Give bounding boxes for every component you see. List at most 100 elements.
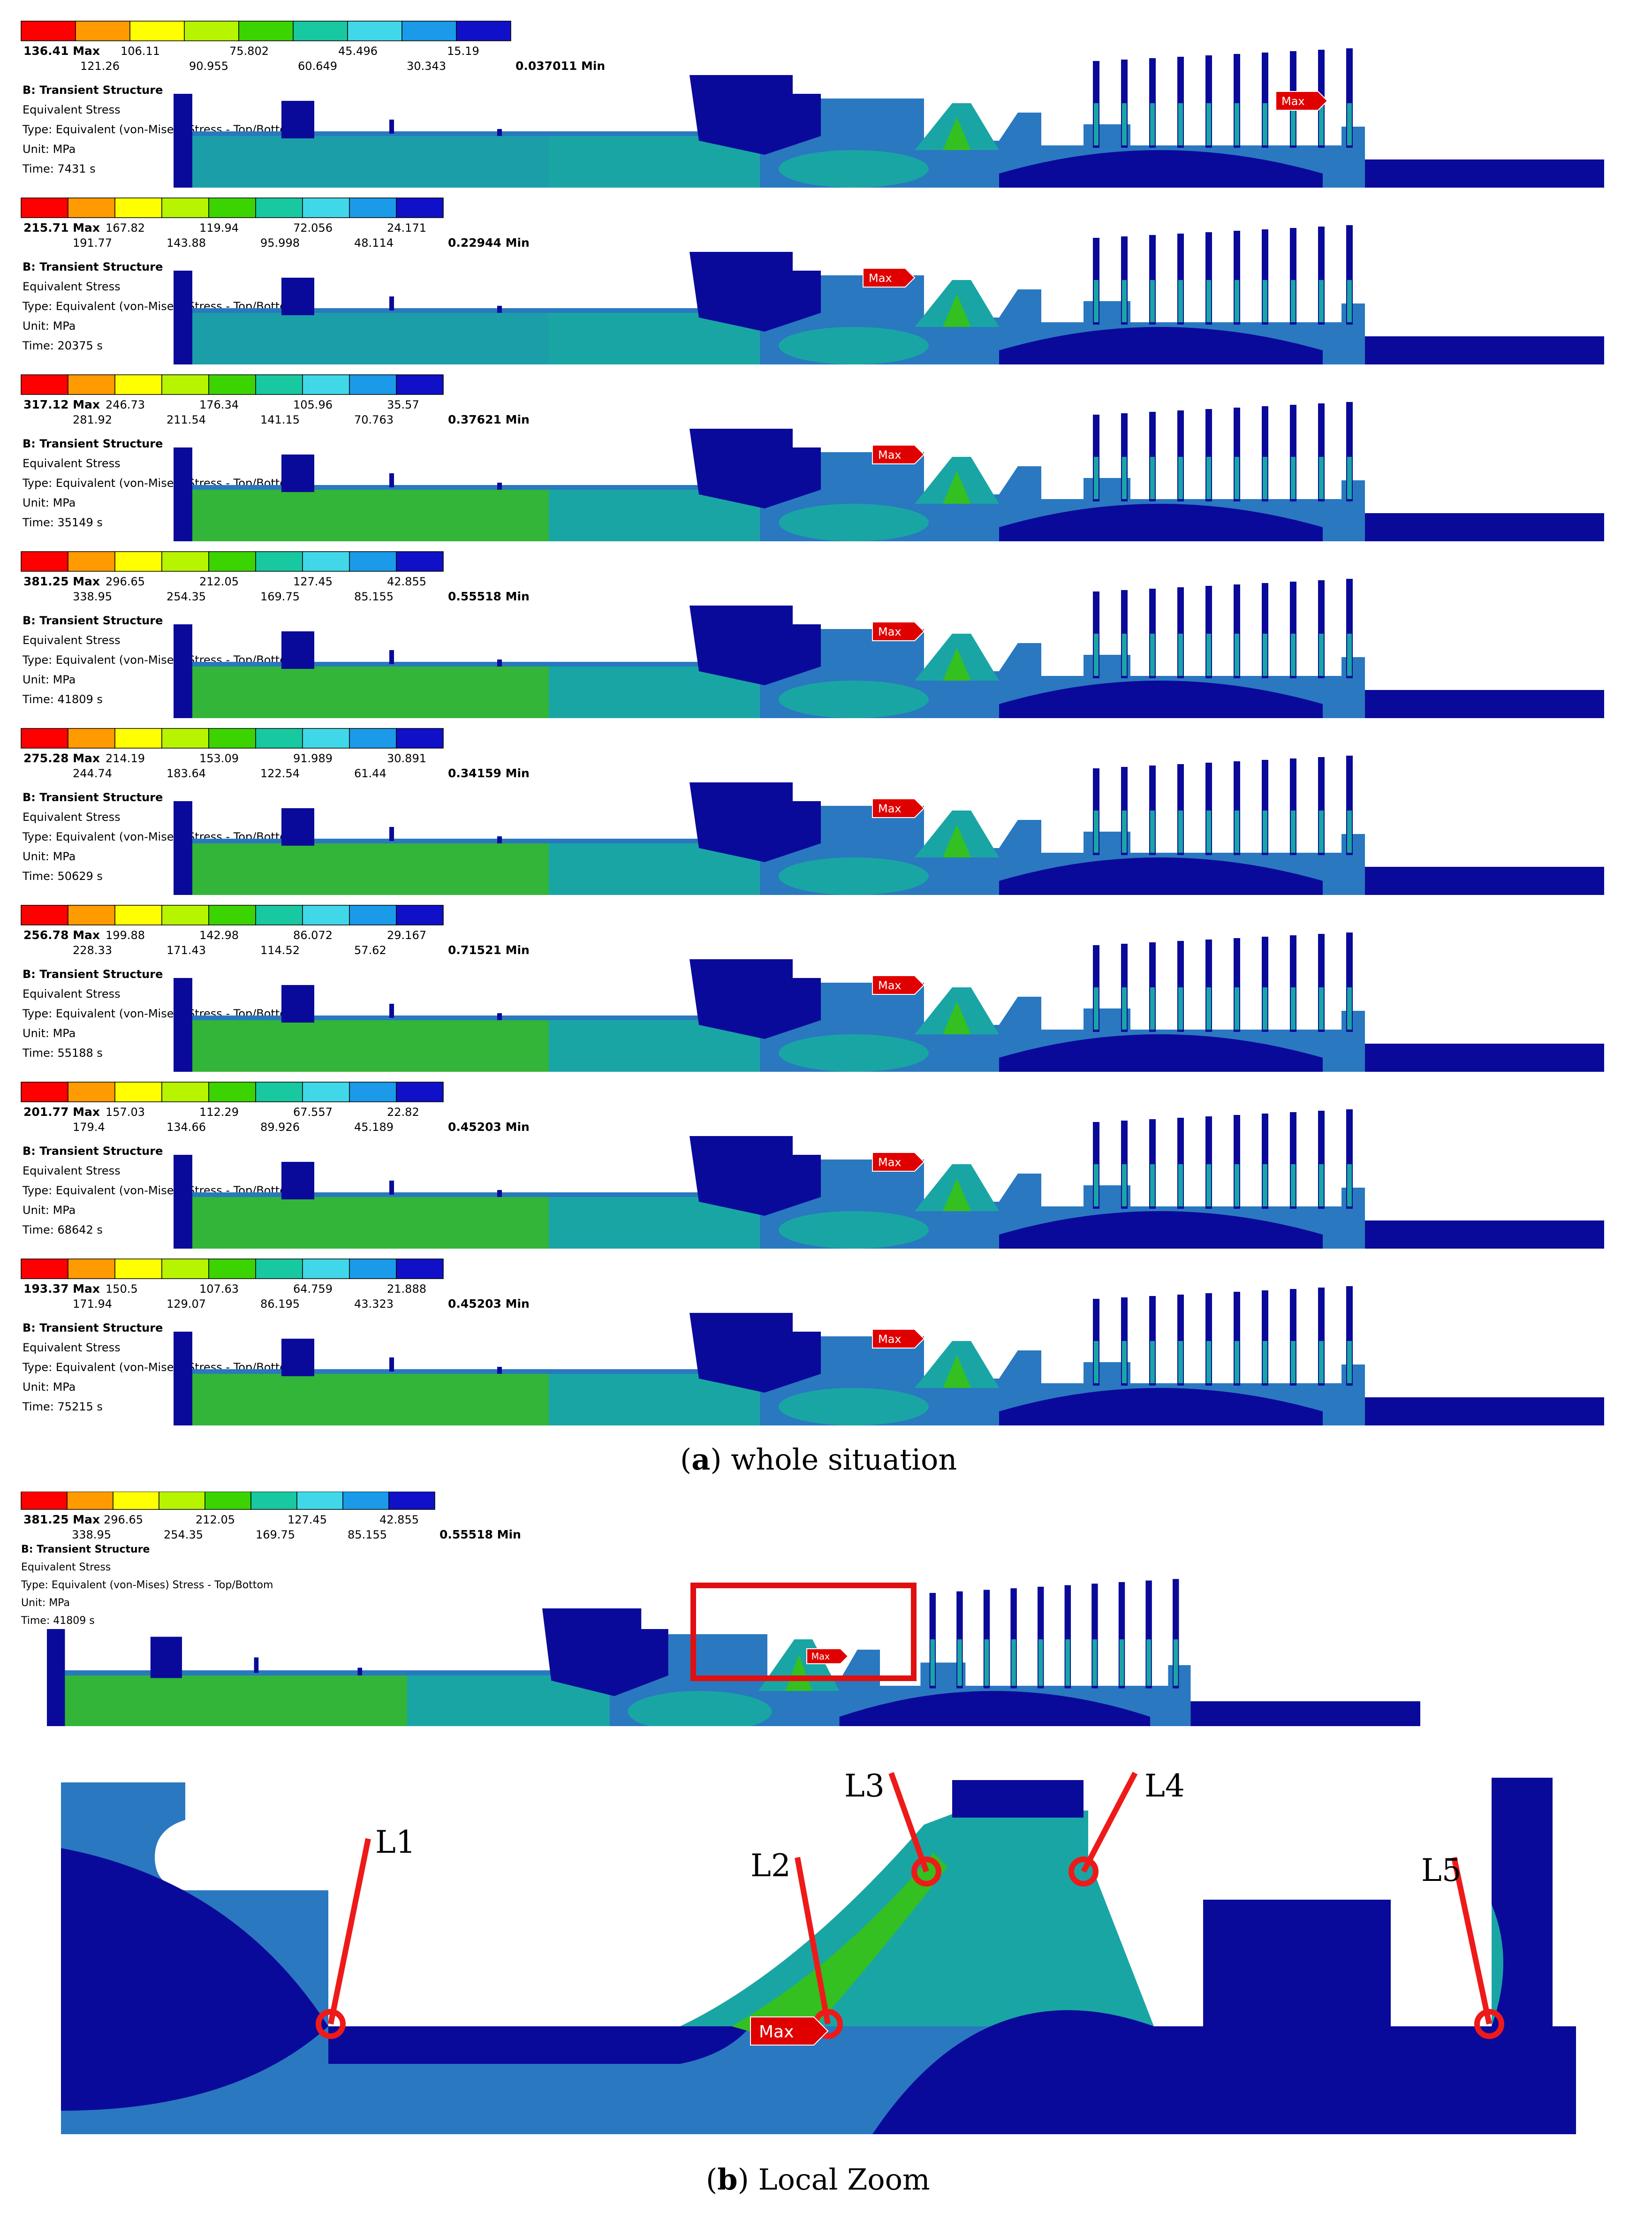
- panel-8-model-pin-2: [497, 1367, 502, 1374]
- panel-4-legend-tick: 127.45: [293, 575, 333, 588]
- panel-7-legend-max: 201.77 Max: [23, 1105, 100, 1119]
- panel-6-model-stiffener-stress: [1122, 987, 1127, 1030]
- panel-1-legend-cell: [21, 21, 76, 41]
- panel-8-legend-cell: [302, 1258, 350, 1279]
- panel-b-legend-tick: 254.35: [164, 1528, 203, 1541]
- panel-5-legend-tick: 183.64: [167, 767, 206, 780]
- zoom-marker-circle: [316, 2009, 346, 2039]
- panel-3-legend-tick: 35.57: [387, 398, 419, 411]
- panel-3-legend-cell: [21, 374, 68, 395]
- panel-1-legend-tick: 30.343: [407, 60, 446, 73]
- panel-5-legend-cell: [208, 728, 256, 749]
- panel-5-info-title: B: Transient Structure: [23, 791, 163, 804]
- panel-b-legend-cell: [159, 1491, 205, 1510]
- panel-2-model-stiffener-stress: [1178, 280, 1183, 322]
- panel-8-model-stiffener-stress: [1291, 1341, 1296, 1383]
- panel-2-model: [174, 225, 1604, 364]
- panel-2-legend-cell: [68, 197, 115, 218]
- panel-b-legend-cell: [250, 1491, 297, 1510]
- caption-b: (b) Local Zoom: [706, 2162, 930, 2197]
- panel-4-legend-max: 381.25 Max: [23, 575, 100, 588]
- zoom-middle-band: [328, 2026, 750, 2064]
- panel-7-legend-cell: [114, 1082, 162, 1102]
- panel-b-legend-cell: [21, 1491, 68, 1510]
- panel-b-legend-cell: [113, 1491, 159, 1510]
- caption-b-text: Local Zoom: [749, 2162, 930, 2197]
- panel-2-model-stiffener-stress: [1150, 280, 1155, 322]
- panel-4-info-unit: Unit: MPa: [23, 673, 76, 686]
- panel-4-info-time: Time: 41809 s: [22, 693, 103, 706]
- panel-3-legend-tick: 141.15: [260, 413, 300, 426]
- panel-6-legend-tick: 228.33: [73, 944, 112, 957]
- panel-1-legend-cell: [293, 21, 348, 41]
- panel-5-legend-cell: [114, 728, 162, 749]
- panel-1-model-stiffener-stress: [1235, 103, 1239, 145]
- zoom-marker-circle: [1068, 1857, 1099, 1887]
- zoom-marker-circle: [911, 1857, 941, 1887]
- panel-1-legend-min: 0.037011 Min: [515, 59, 605, 73]
- panel-3-model-weld-block: [690, 429, 821, 508]
- panel-3-model-pin-2: [497, 483, 502, 490]
- panel-4-max-tag: [872, 621, 925, 641]
- panel-5-legend-cell: [21, 728, 68, 749]
- panel-6-legend-max: 256.78 Max: [23, 928, 100, 942]
- panel-b-legend-tick: 127.45: [288, 1513, 327, 1526]
- zoom-right-block: [1203, 1900, 1391, 2026]
- zoom-region-box: [690, 1583, 917, 1681]
- panel-4-legend-tick: 169.75: [260, 590, 300, 603]
- panel-8-model-stiffener-stress: [1206, 1341, 1211, 1383]
- panel-2-info-time: Time: 20375 s: [22, 339, 103, 352]
- panel-7-legend-cell: [255, 1082, 303, 1102]
- panel-5-legend-cell: [68, 728, 115, 749]
- panel-6-legend-tick: 142.98: [199, 929, 239, 942]
- panel-b-model-plate-zone: [47, 1675, 407, 1732]
- panel-b-model-stiffener-stress: [957, 1639, 962, 1686]
- panel-b-model-stiffener-stress: [984, 1639, 989, 1686]
- zoom-label-l4: L4: [1144, 1768, 1185, 1804]
- panel-6-legend-cell: [255, 905, 303, 925]
- panel-2-legend-tick: 95.998: [260, 236, 300, 250]
- panel-8-max-tag-label: Max: [878, 1333, 902, 1346]
- panel-3-model-right-end: [1365, 513, 1604, 541]
- panel-3-legend-cell: [396, 374, 444, 395]
- panel-7-model-stiffener-stress: [1178, 1164, 1183, 1206]
- panel-2-model-hump-hot: [943, 294, 971, 327]
- panel-8-model-pin-1: [389, 1357, 394, 1372]
- panel-1-model-stiffener-stress: [1263, 103, 1267, 145]
- panel-3-legend-tick: 281.92: [73, 413, 112, 426]
- panel-6-model-hump-hot: [943, 1001, 971, 1034]
- zoom-cutout: [185, 1782, 328, 1890]
- panel-4-model-stiffener-stress: [1178, 634, 1183, 676]
- panel-3-legend-min: 0.37621 Min: [448, 413, 530, 426]
- panel-4-model-hump-hot: [943, 648, 971, 681]
- panel-6-legend-cell: [349, 905, 397, 925]
- panel-b-model-stiffener-stress: [1119, 1639, 1124, 1686]
- panel-b-model-left-block: [150, 1637, 182, 1678]
- panel-b-legend-tick: 169.75: [256, 1528, 295, 1541]
- panel-1-model-hump-hot: [943, 117, 971, 150]
- panel-2-max-tag: [863, 268, 916, 288]
- panel-3-max-tag: [872, 445, 925, 464]
- panel-8-legend-tick: 21.888: [387, 1282, 426, 1296]
- panel-2-legend-cell: [349, 197, 397, 218]
- panel-4-model-left-block: [281, 631, 314, 669]
- panel-3-model-stiffener-stress: [1094, 457, 1099, 499]
- panel-7-model-lower-cavity: [999, 1211, 1323, 1249]
- panel-8-model: [174, 1286, 1604, 1425]
- panel-4-legend-min: 0.55518 Min: [448, 590, 530, 603]
- panel-7-model-right-end: [1365, 1220, 1604, 1249]
- panel-8-info-subtitle: Equivalent Stress: [23, 1341, 121, 1354]
- panel-7-legend-cell: [349, 1082, 397, 1102]
- panel-b-legend-cell: [67, 1491, 114, 1510]
- zoom-label-l5: L5: [1421, 1852, 1462, 1888]
- panel-7-model-stiffener-stress: [1263, 1164, 1267, 1206]
- panel-3-model-stiffener-stress: [1263, 457, 1267, 499]
- panel-2-model-stiffener-stress: [1263, 280, 1267, 322]
- panel-7-model-stiffener-stress: [1206, 1164, 1211, 1206]
- panel-7-model-stress-region: [779, 1211, 929, 1249]
- panel-5-model-weld-block: [690, 782, 821, 862]
- panel-4-model-pin-1: [389, 650, 394, 664]
